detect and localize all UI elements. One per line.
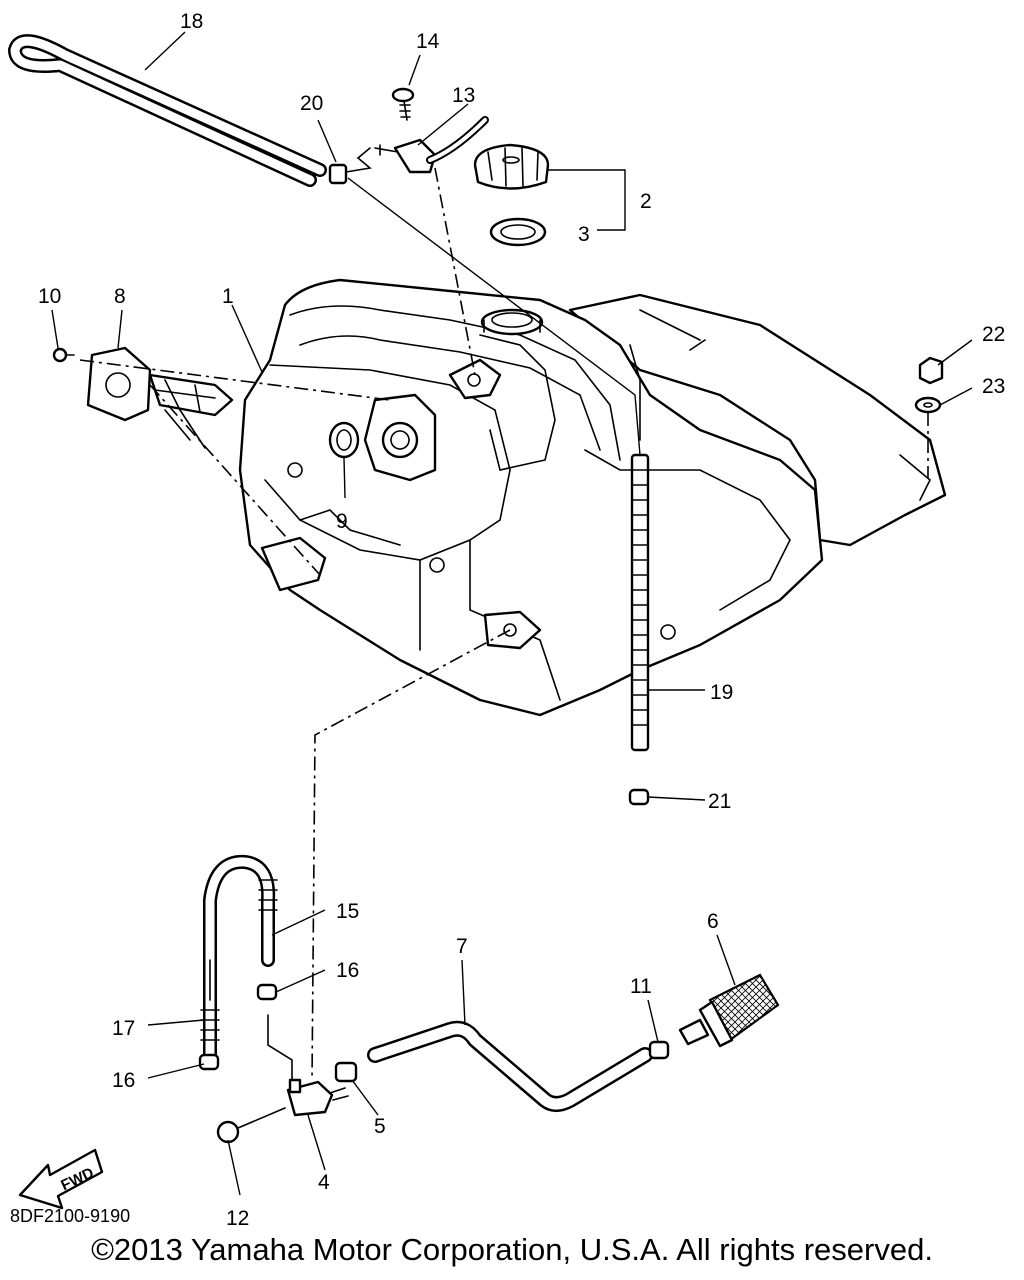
fuel-pump-part-8	[86, 346, 234, 449]
hose-part-17	[200, 854, 278, 1067]
copyright-notice: ©2013 Yamaha Motor Corporation, U.S.A. A…	[91, 1232, 933, 1267]
callout-12: 12	[226, 1207, 249, 1230]
callout-5: 5	[374, 1115, 386, 1138]
callout-7: 7	[456, 935, 468, 958]
clip-part-20	[328, 163, 348, 185]
callout-10: 10	[38, 285, 61, 308]
vent-fitting-part-13	[345, 116, 489, 174]
callout-16-upper: 16	[336, 959, 359, 982]
callout-23: 23	[982, 375, 1005, 398]
bolt-part-14	[391, 87, 415, 121]
callout-4: 4	[318, 1171, 330, 1194]
fuel-cock-part-4	[267, 1014, 349, 1117]
fuel-hose-part-7	[367, 1020, 653, 1112]
hose-part-19	[347, 177, 650, 752]
clip-part-16-lower	[198, 1053, 220, 1071]
callout-1: 1	[222, 285, 234, 308]
callout-18: 18	[180, 10, 203, 33]
callout-11: 11	[630, 975, 652, 998]
fwd-arrow-icon	[18, 1148, 104, 1210]
screw-part-10	[52, 347, 75, 363]
clip-part-16-upper	[256, 983, 278, 1001]
clip-part-5	[334, 1061, 358, 1083]
breather-hose-part-18	[8, 34, 327, 187]
fuel-filter-part-6	[678, 973, 780, 1048]
clip-part-21	[628, 788, 650, 806]
o-ring-part-9	[328, 421, 360, 459]
fuel-cap-part-2	[473, 143, 626, 231]
washer-part-23	[914, 396, 942, 414]
callout-8: 8	[114, 285, 126, 308]
callout-13: 13	[452, 84, 475, 107]
callout-21: 21	[708, 790, 731, 813]
callout-19: 19	[710, 681, 733, 704]
nut-part-22	[918, 356, 944, 385]
clip-part-11	[648, 1040, 670, 1060]
diagram-code: 8DF2100-9190	[10, 1206, 131, 1226]
callout-6: 6	[707, 910, 719, 933]
callout-16-lower: 16	[112, 1069, 135, 1092]
callout-3: 3	[578, 223, 590, 246]
callout-2: 2	[640, 190, 652, 213]
leader-lines	[51, 31, 973, 1196]
callout-9: 9	[336, 510, 348, 533]
callout-22: 22	[982, 323, 1005, 346]
callout-17: 17	[112, 1017, 135, 1040]
callout-14: 14	[416, 30, 440, 53]
gasket-part-3	[489, 217, 547, 247]
fuel-tank-part-1	[238, 278, 947, 717]
bolt-part-12	[216, 1107, 286, 1144]
callout-20: 20	[300, 92, 323, 115]
callout-15: 15	[336, 900, 359, 923]
